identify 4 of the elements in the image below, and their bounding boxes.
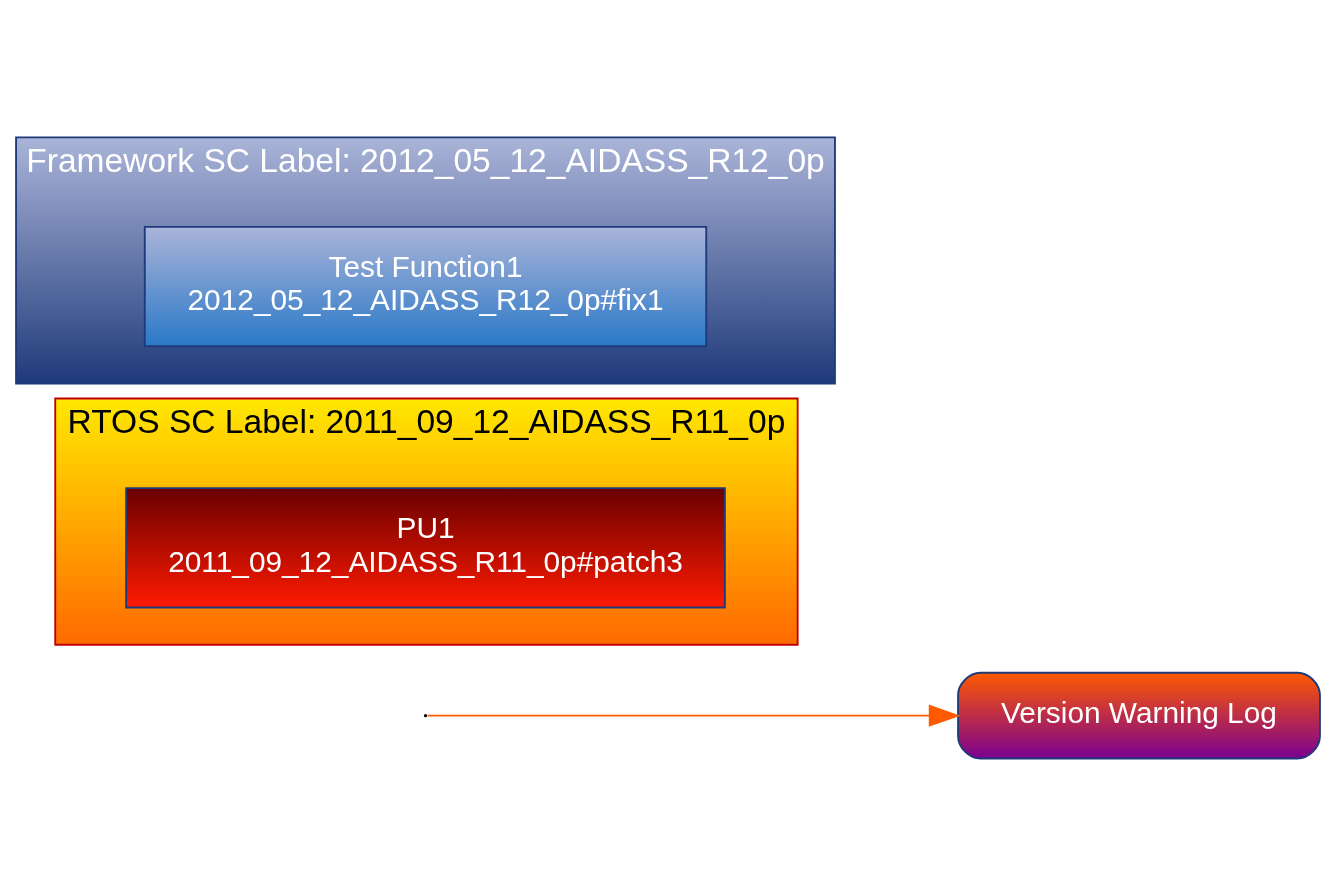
node-box: Version Warning Log — [957, 671, 1321, 759]
node-box: Test Function1 2012_05_12_AIDASS_R12_0p#fix1 — [143, 225, 708, 347]
node-box: PU1 2011_09_12_AIDASS_R11_0p#patch3 — [125, 486, 726, 608]
arrow — [426, 704, 961, 727]
